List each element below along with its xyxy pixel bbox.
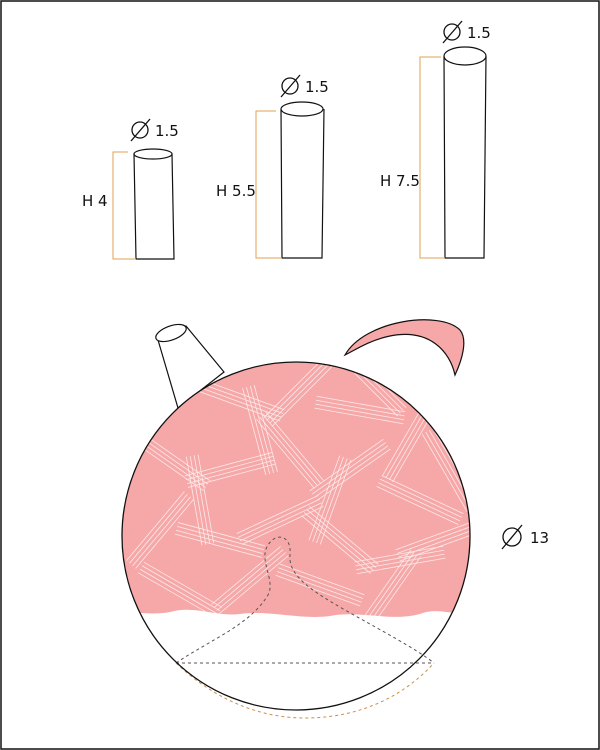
height-label: H 5.5 [216, 182, 256, 200]
diameter-label: 1.5 [467, 24, 491, 42]
diameter-symbol-icon [280, 74, 301, 98]
cylinder-2: 1.5 H 5.5 [216, 74, 329, 259]
diameter-symbol-icon [130, 118, 151, 142]
inner-dashed-contour [175, 536, 435, 664]
cylinder-body [133, 153, 175, 260]
diameter-symbol-icon [501, 524, 523, 550]
vessel-diameter-label: 13 [530, 529, 549, 547]
cylinder-1: 1.5 H 4 [82, 118, 179, 260]
cylinder-body [443, 55, 487, 259]
cylinder-top [280, 101, 324, 117]
cylinder-top [443, 46, 487, 66]
diameter-label: 1.5 [155, 122, 179, 140]
height-label: H 4 [82, 192, 108, 210]
cylinder-3: 1.5 H 7.5 [380, 20, 491, 259]
vessel-fill [122, 362, 470, 631]
height-label: H 7.5 [380, 172, 420, 190]
height-dimension-line [419, 56, 445, 259]
cylinder-top [133, 148, 173, 160]
handle [343, 319, 465, 377]
spout [155, 323, 225, 410]
height-dimension-line [255, 110, 282, 259]
vessel-outline [121, 361, 471, 711]
vessel: 13 [121, 319, 549, 719]
diameter-symbol-icon [442, 20, 463, 44]
cylinder-body [280, 108, 325, 259]
diameter-label: 1.5 [305, 78, 329, 96]
height-dimension-line [112, 151, 136, 260]
